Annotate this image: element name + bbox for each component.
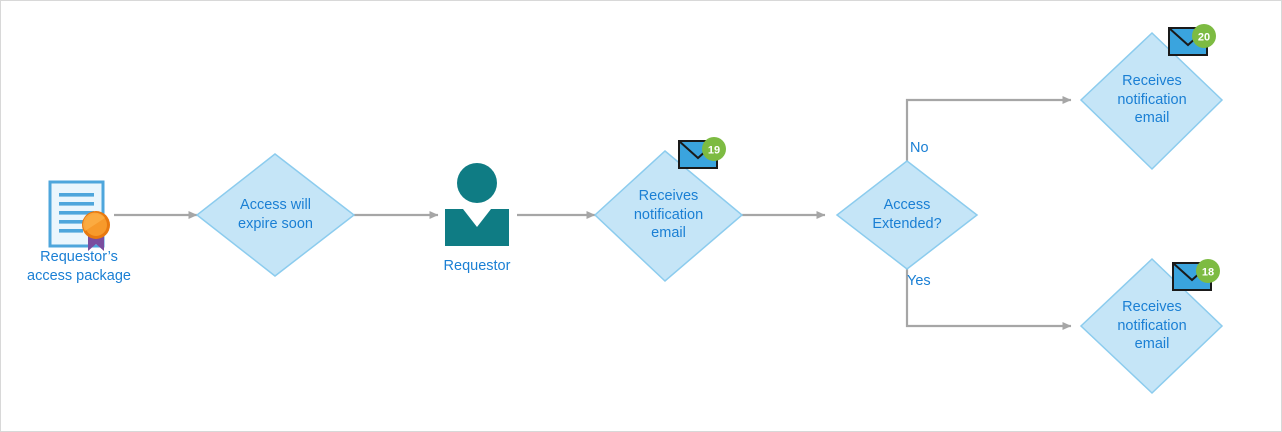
badge-count-18: 18	[1202, 267, 1214, 279]
connector-no-branch	[905, 96, 1072, 161]
node-receives-notification-email-19[interactable]	[593, 150, 744, 283]
connector-yes-branch	[905, 269, 1072, 330]
branch-label-yes: Yes	[907, 273, 931, 289]
document-with-seal-icon	[48, 180, 110, 251]
branch-label-no: No	[910, 140, 929, 156]
envelope-badge-18: 18	[1172, 259, 1220, 291]
badge-count-20: 20	[1198, 32, 1210, 44]
label-access-package: Requestor’s access package	[27, 249, 131, 284]
node-access-extended[interactable]	[835, 160, 979, 270]
node-access-will-expire-soon[interactable]	[195, 153, 356, 277]
label-requestor: Requestor	[443, 258, 511, 274]
person-icon	[445, 163, 509, 246]
badge-count-19: 19	[708, 145, 720, 157]
node-receives-notification-email-20[interactable]	[1079, 31, 1224, 171]
connectors	[114, 96, 1072, 330]
envelope-badge-20: 20	[1168, 24, 1216, 56]
node-receives-notification-email-18[interactable]	[1079, 257, 1224, 395]
envelope-badge-19: 19	[678, 137, 726, 169]
